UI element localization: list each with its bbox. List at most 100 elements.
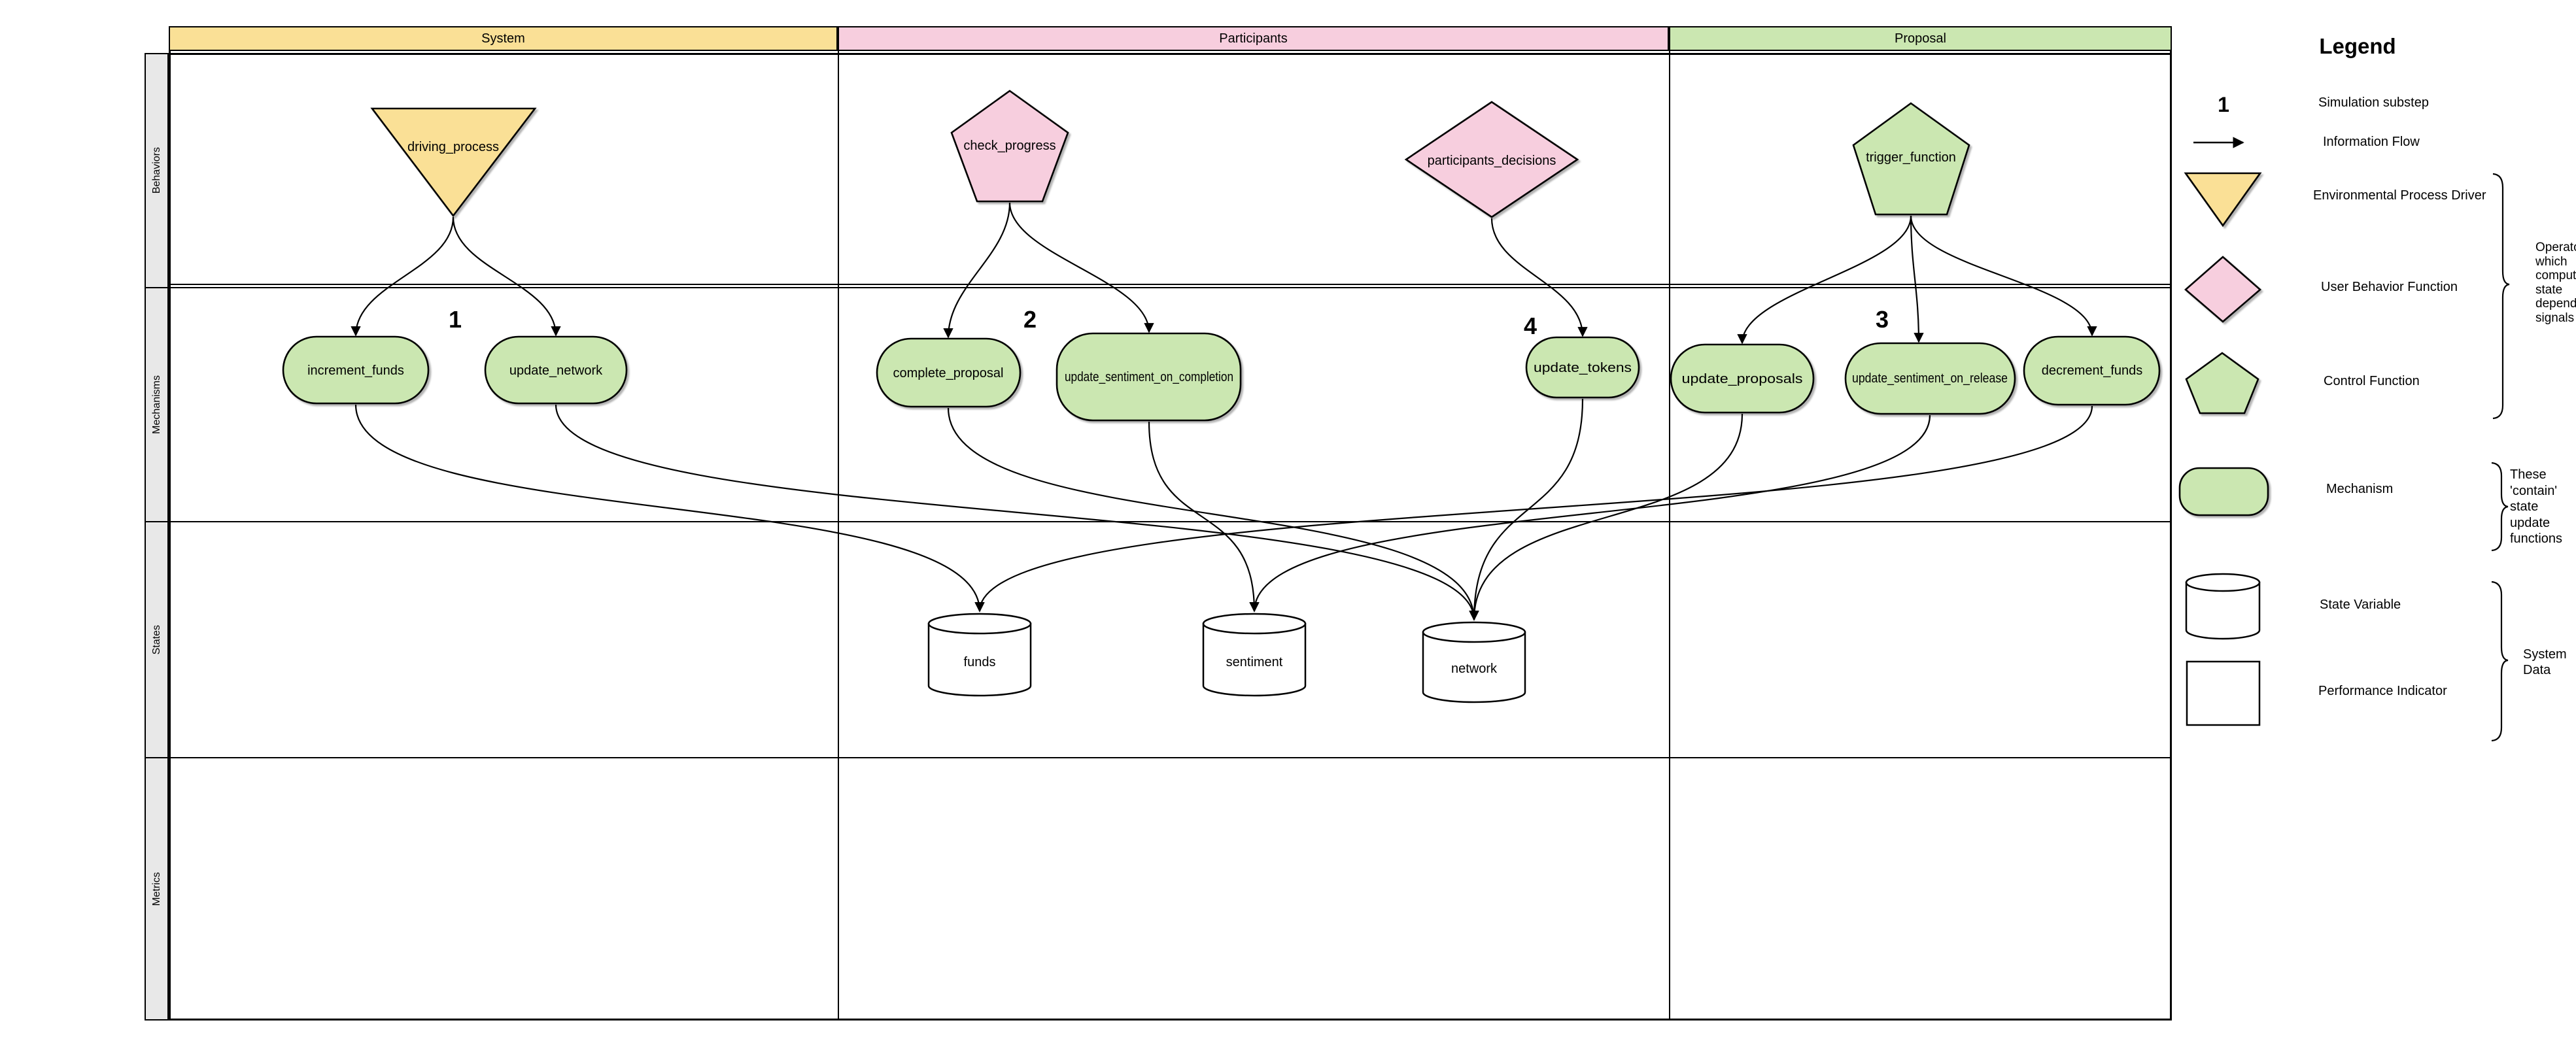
node-update-sentiment-on-completion — [1056, 332, 1242, 422]
legend-mechanism-icon — [2178, 467, 2269, 516]
flow-edge-trigger_function-to-update_sentiment_on_release — [1910, 215, 1924, 343]
flow-edge-check_progress-to-complete_proposal — [943, 202, 1011, 339]
node-increment-funds-label: increment_funds — [307, 363, 404, 378]
flow-edge-check_progress-to-update_sentiment_on_completion — [1008, 202, 1154, 333]
node-complete-proposal — [876, 337, 1022, 408]
information-flow-edges — [351, 202, 2097, 621]
legend-environmental-process-driver-icon — [2184, 172, 2262, 228]
annotation-line: functions — [2510, 531, 2563, 546]
legend-label-control-function: Control Function — [2324, 374, 2420, 388]
substep-number-4: 4 — [1523, 312, 1537, 339]
flow-edge-decrement_funds-to-funds — [974, 405, 2093, 613]
state-funds-cylinder: funds — [927, 613, 1032, 697]
node-update-network-label: update_network — [509, 363, 603, 378]
flow-edge-update_sentiment_on_release-to-sentiment — [1249, 414, 1931, 613]
lane-divider-mechanisms-states — [169, 521, 2172, 522]
legend-substep-number-icon: 1 — [2218, 93, 2229, 116]
annotation-line: compute — [2535, 269, 2576, 282]
node-update-tokens-label: update_tokens — [1534, 361, 1632, 375]
lane-divider-behaviors-mechanisms-a — [169, 284, 2172, 285]
annotation-line: signals — [2535, 311, 2575, 325]
lane-label-mechanisms: Mechanisms — [145, 287, 169, 522]
column-divider-participants-proposal — [1669, 26, 1670, 1021]
lane-divider-states-metrics — [169, 757, 2172, 758]
annotation-line: state — [2510, 499, 2539, 514]
flow-edge-participants_decisions-to-update_tokens — [1490, 218, 1588, 337]
node-trigger-function-label: trigger_function — [1866, 150, 1956, 165]
node-update-network — [484, 335, 628, 405]
annotation-line: update — [2510, 515, 2550, 530]
legend-control-function-icon — [2185, 352, 2259, 414]
legend-label-simulation-substep: Simulation substep — [2318, 95, 2429, 110]
legend-user-behavior-function-icon — [2184, 256, 2261, 323]
flow-edge-complete_proposal-to-network — [947, 407, 1479, 621]
node-increment-funds — [282, 335, 430, 405]
legend-performance-indicator-icon — [2186, 660, 2261, 726]
node-update-sentiment-on-completion-label: update_sentiment_on_completion — [1065, 370, 1233, 384]
column-header-participants-label: Participants — [1219, 31, 1288, 46]
state-sentiment-label: sentiment — [1226, 655, 1283, 669]
node-driving-process-label: driving_process — [407, 140, 499, 154]
annotation-line: Operators — [2535, 241, 2576, 254]
lane-divider-behaviors-mechanisms-b — [169, 287, 2172, 288]
lane-label-behaviors: Behaviors — [145, 53, 169, 288]
legend-label-environmental-process-driver: Environmental Process Driver — [2313, 188, 2486, 203]
node-update-sentiment-on-release-label: update_sentiment_on_release — [1852, 371, 2008, 386]
legend-state-variable-icon — [2185, 573, 2261, 640]
substep-number-1: 1 — [448, 306, 462, 333]
flow-edge-update_network-to-network — [555, 404, 1479, 621]
node-decrement-funds-label: decrement_funds — [2042, 363, 2143, 378]
node-update-proposals-label: update_proposals — [1682, 372, 1803, 386]
flow-edge-update_proposals-to-network — [1469, 413, 1743, 621]
annotation-line: System — [2523, 647, 2567, 662]
legend-annotation-operators: Operators which compute state dependent … — [2535, 241, 2576, 325]
annotation-line: state — [2535, 282, 2563, 297]
column-header-proposal-label: Proposal — [1895, 31, 1946, 46]
flow-edge-driving_process-to-increment_funds — [351, 216, 455, 337]
node-check-progress-label: check_progress — [963, 139, 1056, 153]
legend-annotation-system-data: System Data — [2523, 647, 2567, 678]
state-funds-label: funds — [964, 655, 996, 669]
node-update-proposals — [1670, 343, 1815, 414]
column-divider-system-participants — [838, 26, 839, 1021]
legend-label-state-variable: State Variable — [2320, 598, 2401, 612]
legend-brace-system-data — [2491, 581, 2509, 742]
node-update-sentiment-on-release — [1844, 342, 2016, 415]
annotation-line: These — [2510, 467, 2547, 482]
state-network-cylinder: network — [1422, 621, 1526, 703]
node-complete-proposal-label: complete_proposal — [893, 366, 1004, 380]
legend-label-performance-indicator: Performance Indicator — [2318, 684, 2447, 698]
lane-label-metrics: Metrics — [145, 757, 169, 1021]
node-participants-decisions-diamond — [1404, 101, 1579, 218]
state-network-label: network — [1451, 662, 1498, 676]
node-driving-process-triangle — [370, 107, 537, 218]
legend-annotation-contain-state-updates: These 'contain' state update functions — [2510, 467, 2562, 547]
flow-edge-trigger_function-to-update_proposals — [1737, 215, 1912, 345]
legend-label-information-flow: Information Flow — [2323, 135, 2420, 149]
node-decrement-funds — [2023, 335, 2161, 406]
flow-edge-update_sentiment_on_completion-to-sentiment — [1148, 421, 1260, 613]
column-header-proposal: Proposal — [1669, 26, 2172, 51]
header-underline — [145, 53, 2172, 55]
column-header-system-label: System — [481, 31, 525, 46]
column-header-system: System — [169, 26, 838, 51]
legend-title: Legend — [2319, 34, 2396, 58]
node-check-progress-pentagon — [950, 90, 1069, 203]
state-sentiment-cylinder: sentiment — [1202, 613, 1307, 697]
substep-number-2: 2 — [1023, 306, 1037, 333]
node-update-tokens — [1525, 336, 1640, 399]
substep-number-3: 3 — [1875, 306, 1889, 333]
legend-label-mechanism: Mechanism — [2326, 482, 2394, 496]
legend-label-user-behavior-function: User Behavior Function — [2321, 280, 2458, 294]
annotation-line: 'contain' — [2510, 483, 2558, 498]
annotation-line: which — [2535, 254, 2567, 269]
flow-edge-driving_process-to-update_network — [452, 216, 561, 337]
legend-brace-mechanism — [2491, 462, 2509, 552]
annotation-line: Data — [2523, 663, 2551, 677]
flow-edge-trigger_function-to-decrement_funds — [1910, 215, 2097, 337]
node-participants-decisions-label: participants_decisions — [1428, 154, 1556, 168]
flow-edge-increment_funds-to-funds — [354, 404, 985, 613]
annotation-line: dependent — [2535, 297, 2576, 311]
